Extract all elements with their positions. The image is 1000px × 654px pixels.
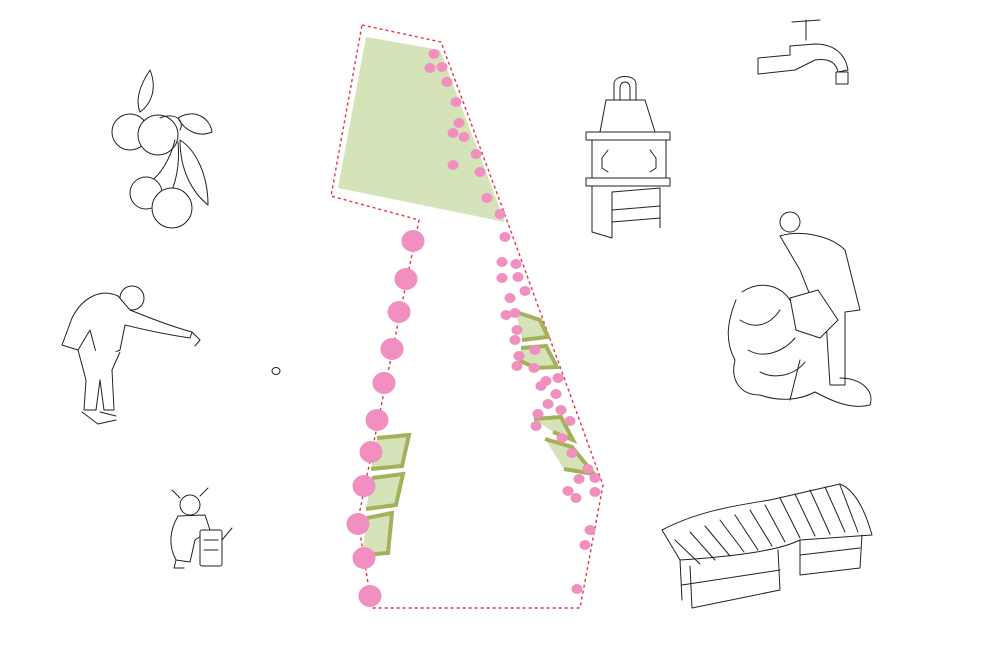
- large-flower-dot: [352, 475, 376, 497]
- planter-bed: [515, 310, 551, 342]
- market-stall-icon: [661, 483, 873, 609]
- small-flower-dot: [542, 399, 554, 409]
- small-flower-dot: [528, 363, 540, 373]
- small-flower-dot: [579, 540, 591, 550]
- small-flower-dot: [511, 325, 523, 335]
- small-flower-dot: [424, 63, 436, 73]
- small-flower-dot: [512, 272, 524, 282]
- large-flower-dot: [380, 338, 404, 360]
- large-flower-dot: [346, 513, 370, 535]
- small-flower-dot: [582, 464, 594, 474]
- small-flower-dot: [562, 486, 574, 496]
- gardener-watering-icon: [727, 211, 872, 407]
- large-flower-dot: [358, 585, 382, 607]
- small-flower-dot: [532, 409, 544, 419]
- small-flower-dot: [458, 132, 470, 142]
- small-flower-dot: [566, 448, 578, 458]
- small-flower-dot: [509, 335, 521, 345]
- small-flower-dot: [552, 373, 564, 383]
- small-flower-dot: [441, 77, 453, 87]
- large-flower-dot: [365, 409, 389, 431]
- small-flower-dot: [550, 389, 562, 399]
- small-flower-dot: [535, 381, 547, 391]
- small-flower-dot: [529, 345, 541, 355]
- petanque-player-icon: [61, 285, 201, 425]
- large-flower-dot: [352, 547, 376, 569]
- small-flower-dot: [500, 310, 512, 320]
- flower-dots: [346, 49, 601, 607]
- site-boundary: [330, 24, 604, 609]
- small-flower-dot: [589, 487, 601, 497]
- small-flower-dot: [584, 525, 596, 535]
- small-flower-dot: [564, 416, 576, 426]
- large-flower-dot: [394, 268, 418, 290]
- small-flower-dot: [555, 405, 567, 415]
- planter-bed: [361, 510, 395, 557]
- small-flower-dot: [510, 259, 522, 269]
- small-flower-dot: [447, 160, 459, 170]
- small-flower-dot: [589, 473, 601, 483]
- small-flower-dot: [494, 209, 506, 219]
- faucet-icon: [757, 19, 849, 85]
- child-gardening-icon: [170, 487, 233, 569]
- small-flower-dot: [504, 293, 516, 303]
- small-flower-dot: [496, 257, 508, 267]
- large-flower-dot: [359, 441, 383, 463]
- small-flower-dot: [447, 128, 459, 138]
- large-flower-dot: [372, 372, 396, 394]
- small-flower-dot: [511, 361, 523, 371]
- small-flower-dot: [450, 97, 462, 107]
- small-flower-dot: [474, 167, 486, 177]
- barbecue-icon: [585, 76, 671, 239]
- ball-icon: [271, 367, 281, 375]
- planter-bed: [370, 432, 412, 471]
- small-flower-dot: [470, 149, 482, 159]
- small-flower-dot: [436, 62, 448, 72]
- small-flower-dot: [530, 421, 542, 431]
- small-flower-dot: [509, 308, 521, 318]
- small-flower-dot: [571, 584, 583, 594]
- small-flower-dot: [496, 273, 508, 283]
- green-lawn-area: [338, 37, 505, 222]
- small-flower-dot: [556, 433, 568, 443]
- small-flower-dot: [573, 474, 585, 484]
- small-flower-dot: [453, 118, 465, 128]
- planter-bed: [365, 471, 406, 511]
- small-flower-dot: [499, 232, 511, 242]
- small-flower-dot: [428, 49, 440, 59]
- cherries-icon: [111, 69, 213, 229]
- large-flower-dot: [387, 301, 411, 323]
- small-flower-dot: [519, 286, 531, 296]
- large-flower-dot: [401, 230, 425, 252]
- small-flower-dot: [481, 193, 493, 203]
- small-flower-dot: [513, 351, 525, 361]
- small-flower-dot: [570, 493, 582, 503]
